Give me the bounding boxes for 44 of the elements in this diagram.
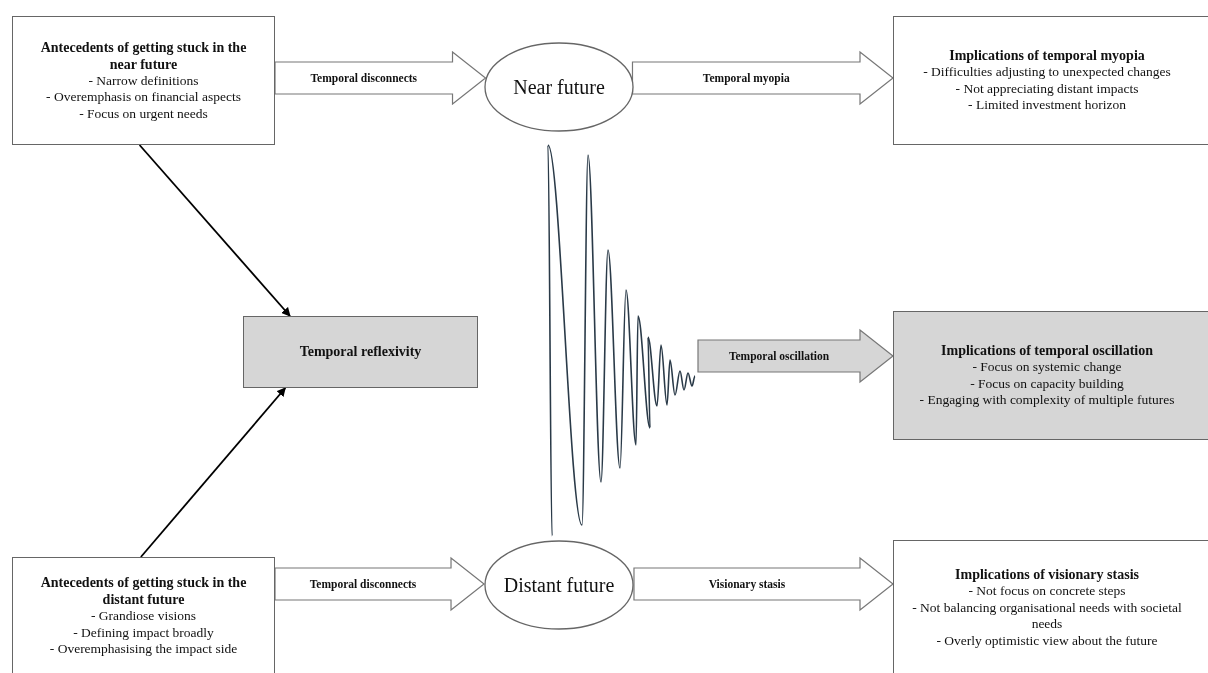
bullet-item: - Difficulties adjusting to unexpected changes bbox=[923, 64, 1171, 81]
arrow bbox=[139, 387, 287, 558]
bullet-item: - Focus on urgent needs bbox=[79, 105, 208, 123]
highlighted-box bbox=[243, 316, 478, 388]
arrow bbox=[138, 144, 291, 317]
text-box bbox=[12, 16, 275, 145]
bullet-item: - Overemphasis on financial aspects bbox=[46, 89, 241, 106]
block-arrow bbox=[697, 328, 894, 384]
wave-drawing bbox=[544, 142, 698, 538]
bullet-item: - Overly optimistic view about the future bbox=[936, 632, 1158, 649]
box-heading: Implications of temporal oscillation bbox=[941, 342, 1153, 360]
bullet-item: - Grandiose visions bbox=[91, 608, 196, 625]
ellipse-node bbox=[484, 42, 634, 132]
edge-label: Temporal disconnects bbox=[310, 72, 418, 84]
box-heading: Implications of temporal myopia bbox=[949, 47, 1145, 65]
edge-label: Temporal myopia bbox=[702, 72, 790, 84]
bullet-item: - Not balancing organisational needs with societal needs bbox=[911, 599, 1183, 633]
node-label: Near future bbox=[513, 74, 605, 100]
highlighted-box bbox=[893, 311, 1208, 440]
text-box bbox=[893, 16, 1208, 145]
block-arrow bbox=[633, 556, 894, 612]
bullet-item: - Overemphasising the impact side bbox=[49, 641, 238, 658]
bullet-item: - Focus on capacity building bbox=[970, 375, 1124, 393]
bullet-item: - Not appreciating distant impacts bbox=[955, 80, 1139, 98]
edge-label: Temporal oscillation bbox=[728, 350, 830, 362]
box-heading: Temporal reflexivity bbox=[299, 343, 422, 361]
box-heading: Antecedents of getting stuck in the distant future bbox=[39, 574, 248, 609]
box-heading: Implications of visionary stasis bbox=[955, 566, 1139, 584]
bullet-item: - Limited investment horizon bbox=[968, 97, 1126, 114]
node-label: Distant future bbox=[503, 572, 615, 598]
block-arrow bbox=[631, 50, 894, 106]
text-box bbox=[12, 557, 275, 673]
bullet-item: - Narrow definitions bbox=[88, 72, 199, 90]
bullet-item: - Focus on systemic change bbox=[972, 359, 1122, 376]
block-arrow bbox=[274, 50, 487, 106]
ellipse-node bbox=[484, 540, 634, 630]
edge-label: Temporal disconnects bbox=[309, 578, 417, 590]
bullet-item: - Not focus on concrete steps bbox=[968, 583, 1126, 600]
bullet-item: - Defining impact broadly bbox=[73, 624, 214, 642]
edge-label: Visionary stasis bbox=[708, 578, 786, 590]
box-heading: Antecedents of getting stuck in the near future bbox=[39, 38, 248, 73]
bullet-item: - Engaging with complexity of multiple futures bbox=[919, 392, 1175, 409]
text-box bbox=[893, 540, 1208, 673]
block-arrow bbox=[274, 556, 485, 612]
